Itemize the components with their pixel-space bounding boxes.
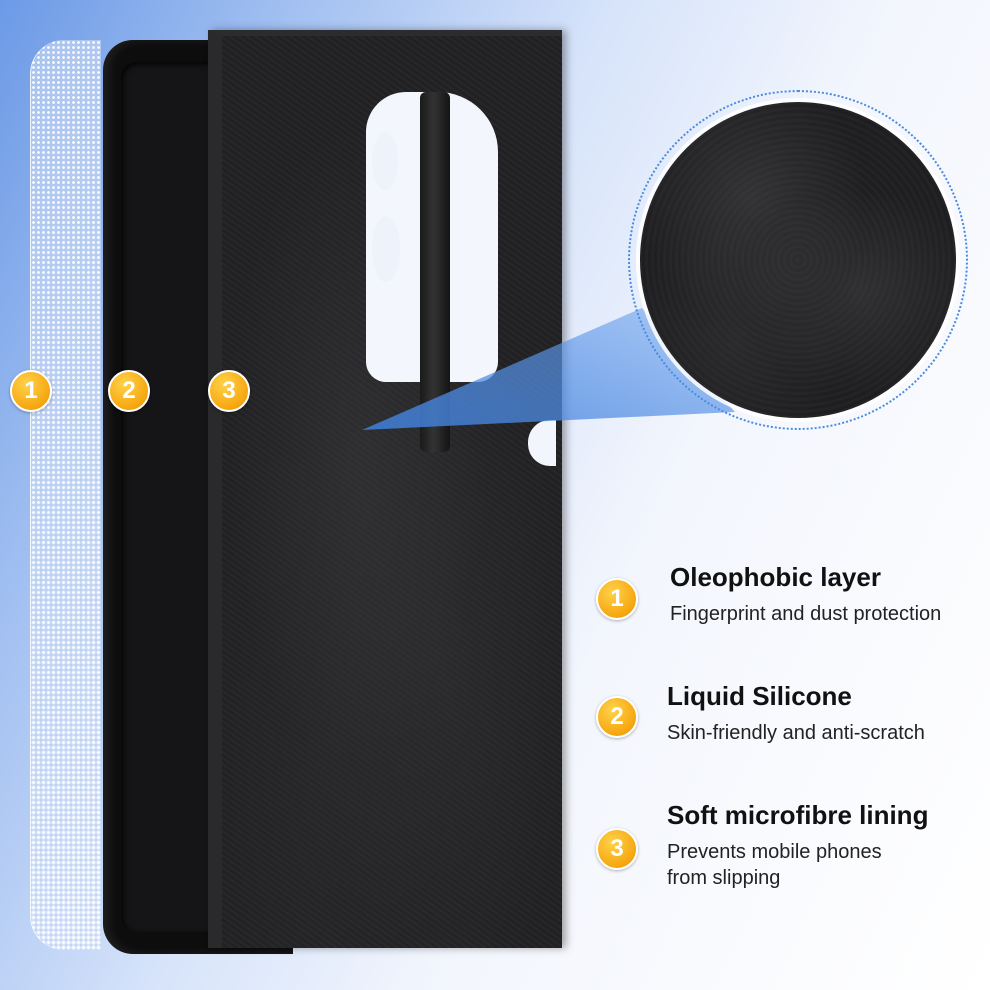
feature-description: Skin-friendly and anti-scratch [667, 722, 925, 744]
layer-2-badge: 2 [108, 370, 150, 412]
feature-2-badge: 2 [596, 696, 638, 738]
microfibre-closeup [640, 102, 956, 418]
feature-microfibre-lining: Soft microfibre lining Prevents mobile p… [667, 800, 928, 891]
feature-description: Prevents mobile phones from slipping [667, 841, 882, 889]
feature-title: Soft microfibre lining [667, 800, 929, 830]
feature-oleophobic: Oleophobic layer Fingerprint and dust pr… [670, 562, 941, 627]
camera-bar [420, 92, 450, 452]
camera-hole-lower [372, 216, 400, 282]
camera-hole-upper [372, 132, 398, 190]
feature-title: Oleophobic layer [670, 562, 881, 592]
feature-1-badge: 1 [596, 578, 638, 620]
feature-liquid-silicone: Liquid Silicone Skin-friendly and anti-s… [667, 681, 925, 746]
layer-3-badge: 3 [208, 370, 250, 412]
feature-description: Fingerprint and dust protection [670, 603, 942, 625]
oleophobic-layer-image [30, 40, 101, 950]
feature-3-badge: 3 [596, 828, 638, 870]
feature-title: Liquid Silicone [667, 681, 852, 711]
zoom-dotted-ring [628, 90, 968, 430]
layer-1-badge: 1 [10, 370, 52, 412]
